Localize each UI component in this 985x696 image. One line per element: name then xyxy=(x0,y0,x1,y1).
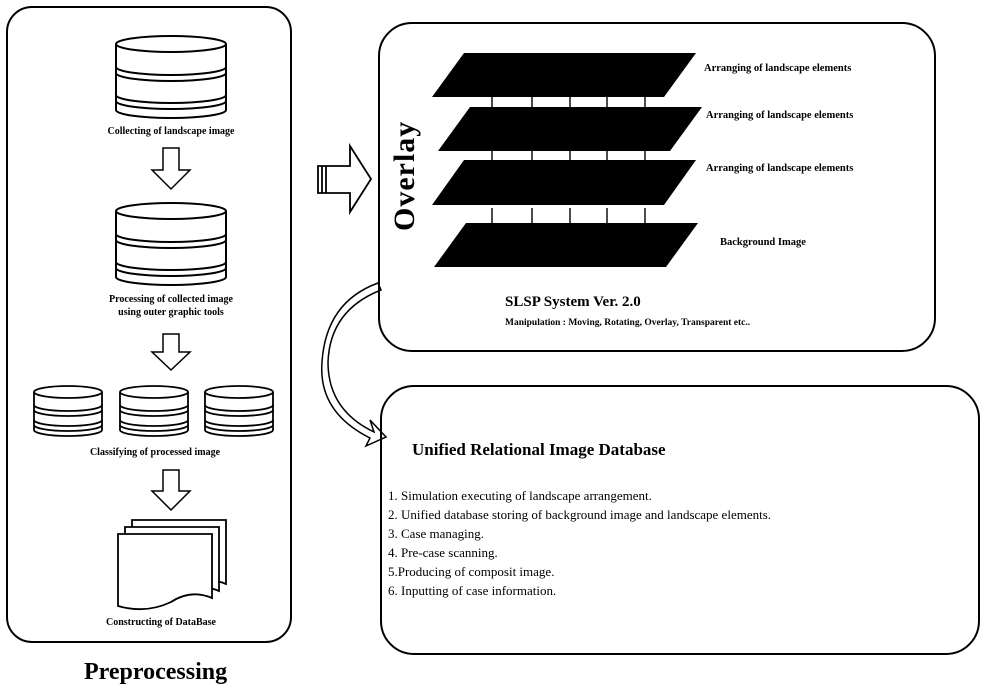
step-label-processing-line2: using outer graphic tools xyxy=(118,307,224,318)
list-item: 2. Unified database storing of backgroun… xyxy=(388,507,772,522)
layer-label-background: Background Image xyxy=(720,237,806,248)
preprocessing-panel xyxy=(6,6,292,643)
right-arrow-icon xyxy=(317,142,373,216)
layer-arrows xyxy=(486,78,651,244)
step-label-constructing: Constructing of DataBase xyxy=(106,617,216,628)
database-group-icon xyxy=(33,385,274,437)
database-icon xyxy=(115,35,227,119)
database-icon xyxy=(115,202,227,286)
layer-label-3: Arranging of landscape elements xyxy=(706,163,854,174)
list-item: 4. Pre-case scanning. xyxy=(388,545,498,560)
preprocessing-title: Preprocessing xyxy=(84,659,228,685)
database-feature-list: 1. Simulation executing of landscape arr… xyxy=(388,486,771,600)
database-title: Unified Relational Image Database xyxy=(412,440,666,459)
list-item: 5.Producing of composit image. xyxy=(388,564,555,579)
layer-label-2: Arranging of landscape elements xyxy=(706,110,854,121)
list-item: 3. Case managing. xyxy=(388,526,485,541)
overlay-layers xyxy=(432,53,702,267)
system-title: SLSP System Ver. 2.0 xyxy=(505,294,641,310)
step-label-processing-line1: Processing of collected image xyxy=(109,294,233,305)
step-label-classifying: Classifying of processed image xyxy=(89,447,221,458)
layer-label-1: Arranging of landscape elements xyxy=(704,63,852,74)
list-item: 6. Inputting of case information. xyxy=(388,583,557,598)
down-arrow-icon xyxy=(150,469,192,512)
down-arrow-icon xyxy=(150,333,192,372)
curved-arrow-icon xyxy=(320,282,388,448)
document-stack-icon xyxy=(117,519,227,611)
overlay-panel xyxy=(378,22,936,352)
down-arrow-icon xyxy=(150,147,192,191)
overlay-vertical-label: Overlay xyxy=(388,120,421,231)
database-panel xyxy=(380,385,980,655)
step-label-collecting: Collecting of landscape image xyxy=(107,126,235,137)
list-item: 1. Simulation executing of landscape arr… xyxy=(388,488,652,503)
system-subtitle: Manipulation : Moving, Rotating, Overlay… xyxy=(505,318,751,328)
